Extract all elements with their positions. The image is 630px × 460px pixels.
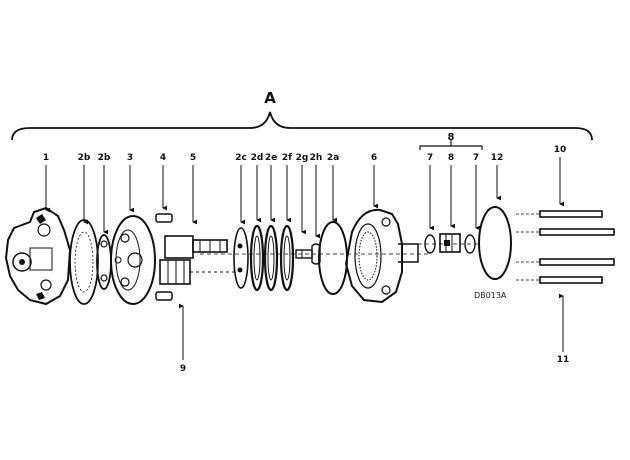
callout-4: 4 — [160, 153, 166, 163]
callout-2b-b: 2b — [98, 153, 111, 163]
callout-2d: 2d — [251, 153, 264, 163]
callout-8: 8 — [448, 153, 454, 163]
callout-6: 6 — [371, 153, 377, 163]
callout-2g: 2g — [296, 153, 309, 163]
leader-lines — [45, 157, 565, 360]
callout-9: 9 — [180, 364, 186, 374]
callout-10: 10 — [554, 145, 567, 155]
part-2f-plate — [279, 224, 295, 292]
part-12-large-o-ring — [478, 206, 512, 280]
subgroup-brace — [419, 145, 483, 150]
callout-1: 1 — [43, 153, 49, 163]
callout-5: 5 — [190, 153, 196, 163]
part-2b-gasket — [69, 219, 99, 305]
part-2a-o-ring — [318, 221, 348, 295]
callout-2h: 2h — [310, 153, 323, 163]
part-5-drive-shaft — [159, 235, 236, 285]
part-2c-disc — [233, 227, 249, 289]
part-11-studs — [516, 258, 615, 284]
part-3-end-plate — [110, 215, 156, 305]
subgroup-label-8: 8 — [448, 132, 455, 143]
part-6-rear-housing — [344, 208, 419, 304]
assembly-brace — [11, 111, 593, 141]
callout-12: 12 — [491, 153, 504, 163]
callout-7-b: 7 — [473, 153, 479, 163]
callout-2f: 2f — [282, 153, 292, 163]
group-label-a: A — [264, 89, 276, 107]
callout-7-a: 7 — [427, 153, 433, 163]
callout-2a: 2a — [327, 153, 339, 163]
callout-2b-a: 2b — [78, 153, 91, 163]
part-1-pump-body — [4, 206, 72, 306]
part-10-studs — [516, 210, 615, 236]
drawing-reference: DB013A — [474, 291, 507, 300]
part-2e-plate — [263, 224, 279, 292]
part-2d-plate — [249, 224, 265, 292]
callout-11: 11 — [557, 355, 570, 365]
part-8-nut — [439, 233, 461, 253]
part-2b-seal-ring — [96, 234, 112, 290]
callout-labels: 1 2b 2b 3 4 5 2c 2d 2e 2f 2g 2h 2a 6 7 8… — [43, 145, 569, 374]
callout-3: 3 — [127, 153, 133, 163]
callout-2c: 2c — [235, 153, 247, 163]
part-4-dowel-pins — [155, 213, 173, 301]
callout-2e: 2e — [265, 153, 277, 163]
